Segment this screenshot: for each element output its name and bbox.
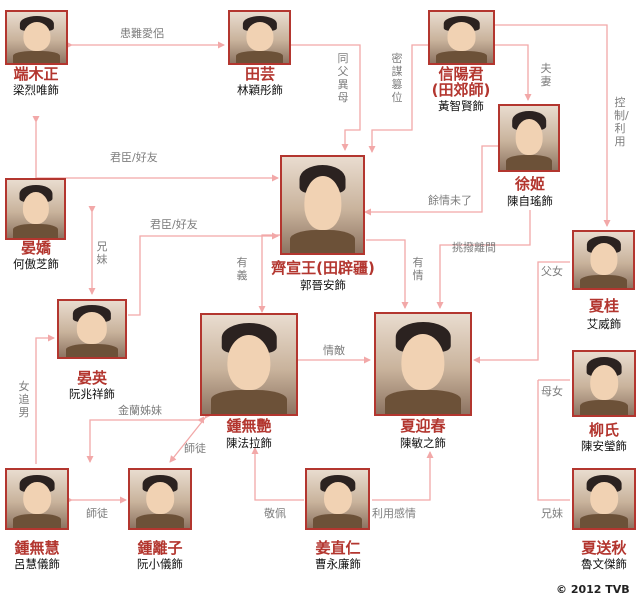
portrait-xiayingchun [374,312,472,416]
relation-label-zhongwuhui-yanying: 女追男 [18,380,30,419]
portrait-xuji [498,104,560,172]
actor-name-yanjiao: 何傲芝飾 [13,257,59,271]
line-yanying-qixuan [128,232,279,316]
relation-label-zhongwuhui-zhonglizi: 師徒 [86,507,108,520]
line-xuji-qixuan [364,145,498,216]
actor-name-zhongwuhui: 呂慧儀飾 [14,557,60,571]
line-xuji-xiayingchun [436,210,531,309]
portrait-zhonglizi [128,468,192,530]
relation-label-zhongwuyan-xiayingchun: 情敵 [323,344,345,357]
actor-name-xiagui: 艾威飾 [586,317,622,331]
character-name-xuji: 徐姬 [514,175,545,193]
relation-label-tianyun-qixuan: 同父異母 [337,52,349,104]
actor-name-yanying: 阮兆祥飾 [69,387,115,401]
line-tianyun-qixuan [290,44,361,151]
relation-label-liushi-xiayingchun: 母女 [541,385,563,398]
character-name-xiagui: 夏桂 [588,297,619,315]
character-name-xiayingchun: 夏迎春 [400,417,446,435]
line-xinyang-qixuan [368,44,428,153]
line-jiangzhiren-zhongwuyan [251,447,304,501]
portrait-jiangzhiren [305,468,370,530]
relation-label-xiasongqiu-xiayingchun: 兄妹 [541,507,563,520]
line-xiagui-xiayingchun [473,261,570,364]
portrait-xiagui [572,230,635,290]
relation-label-yanjiao-yanying: 兄妹 [96,240,108,266]
copyright-notice: © 2012 TVB [556,583,630,596]
portrait-duanmu [5,10,68,65]
character-name-jiangzhiren: 姜直仁 [315,539,361,557]
character-name-zhonglizi: 鍾離子 [137,539,183,557]
actor-name-liushi: 陳安瑩飾 [581,439,627,453]
actor-name-duanmu: 梁烈唯飾 [13,83,59,97]
portrait-qixuan [280,155,365,255]
character-name-yanjiao: 晏嬌 [20,239,51,257]
relation-label-jiangzhiren-xiayingchun: 利用感情 [372,507,416,520]
actor-name-jiangzhiren: 曹永廉飾 [315,557,361,571]
actor-name-qixuan: 郭晉安飾 [300,278,346,292]
character-name-yanying: 晏英 [76,369,107,387]
portrait-yanjiao [5,178,66,240]
character-name-xinyang: 信陽君 [438,65,484,83]
character-name-liushi: 柳氏 [588,421,619,439]
relation-label-zhongwuyan-zhonglizi: 師徒 [184,442,206,455]
line-qixuan-xiayingchun [366,239,409,309]
actor-name-xiasongqiu: 魯文傑飾 [581,557,627,571]
relation-label-qixuan-zhongwuyan: 有義 [236,256,248,282]
character-name-duanmu: 端木正 [13,65,59,83]
relation-label-xinyang-qixuan: 密謀篡位 [391,52,403,104]
character-name-xiasongqiu: 夏送秋 [581,539,627,557]
relation-label-duanmu-qixuan: 君臣/好友 [110,151,158,164]
actor-name-zhongwuyan: 陳法拉飾 [226,436,272,450]
actor-name-xinyang: 黃智賢飾 [438,99,484,113]
relation-label-duanmu-tianyun: 患難愛侶 [120,27,164,40]
portrait-xiasongqiu [572,468,636,530]
portrait-tianyun [228,10,291,65]
line-xinyang-xiagui [495,24,611,227]
line-zhongwuhui-yanying [35,334,55,464]
portrait-zhongwuyan [200,313,298,416]
actor-name-xiayingchun: 陳敏之飾 [400,436,446,450]
line-duanmu-qixuan [32,116,279,182]
relation-label-jiangzhiren-zhongwuyan: 敬佩 [264,507,286,520]
relation-label-xinyang-xuji: 夫妻 [540,62,552,88]
relation-label-yanying-qixuan: 君臣/好友 [150,218,198,231]
relation-label-zhongwuyan-zhongwuhui: 金蘭姊妹 [118,404,162,417]
line-xiasongqiu-xiayingchun [537,380,570,501]
relation-label-xinyang-xiagui: 控制/利用 [614,96,629,148]
character-name-zhongwuhui: 鍾無慧 [14,539,60,557]
line-qixuan-zhongwuyan [258,234,282,313]
relation-label-xuji-xiayingchun: 挑撥離間 [452,241,496,254]
character-name-tianyun: 田芸 [244,65,275,83]
relation-label-xuji-qixuan: 餘情未了 [428,194,472,207]
line-jiangzhiren-xiayingchun [372,451,434,501]
line-zhongwuyan-zhonglizi [169,411,212,463]
character-name-zhongwuyan: 鍾無艷 [226,417,272,435]
portrait-xinyang [428,10,495,65]
character-name-qixuan: 齊宣王(田辟疆) [271,259,375,277]
portrait-yanying [57,299,127,359]
character-name2-xinyang: (田郊師) [431,81,491,99]
portrait-liushi [572,350,636,417]
portrait-zhongwuhui [5,468,69,530]
line-zhongwuyan-zhongwuhui [86,416,204,463]
relation-label-qixuan-xiayingchun: 有情 [412,256,424,282]
line-xinyang-xuji [489,41,532,101]
actor-name-zhonglizi: 阮小儀飾 [137,557,183,571]
actor-name-tianyun: 林穎彤飾 [237,83,283,97]
actor-name-xuji: 陳自瑤飾 [507,194,553,208]
relation-label-xiagui-xiayingchun: 父女 [541,265,563,278]
